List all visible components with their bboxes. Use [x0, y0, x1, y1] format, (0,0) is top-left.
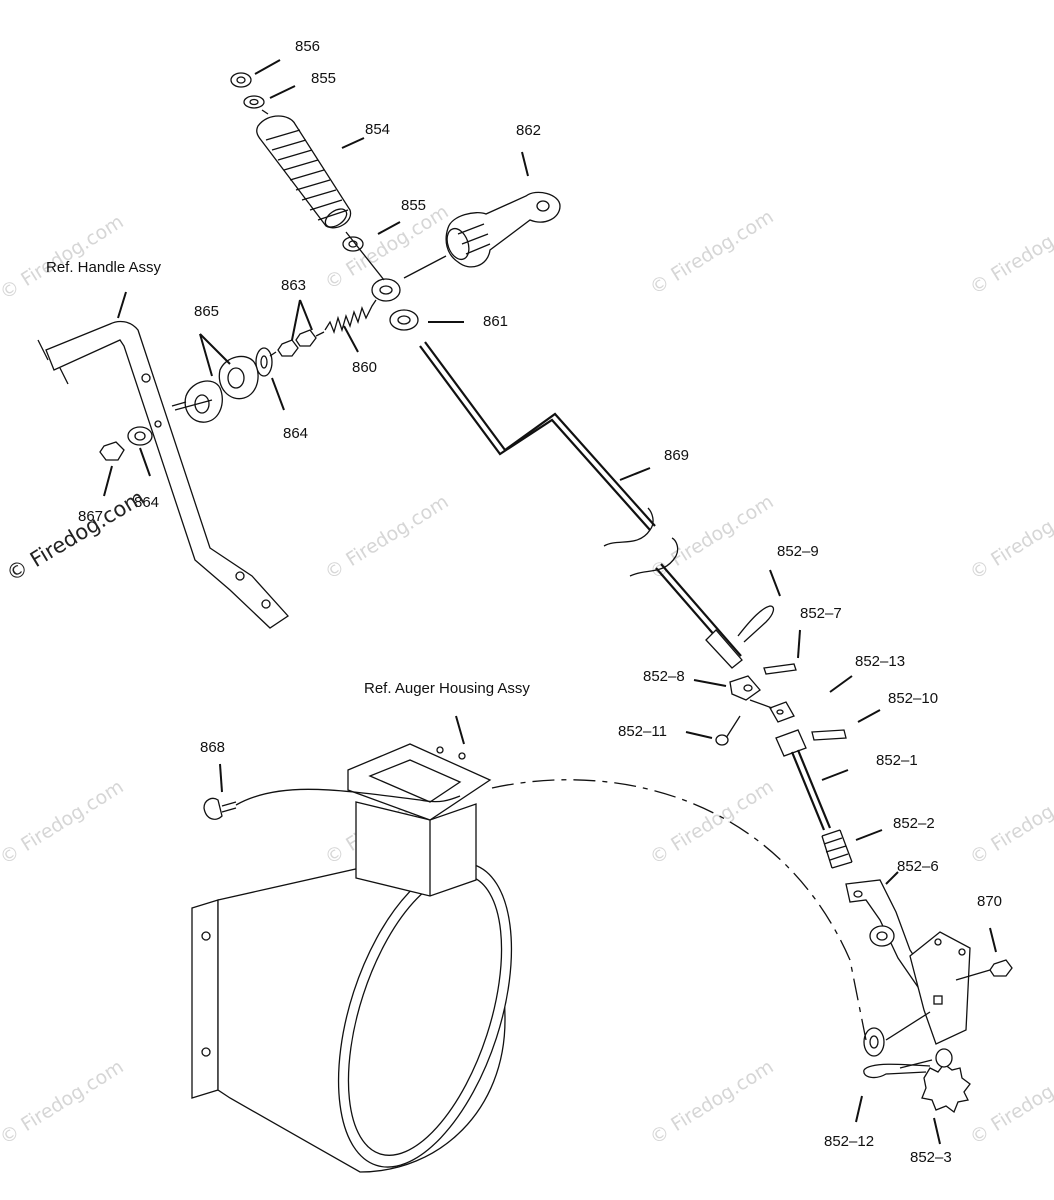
label-862: 862: [516, 122, 541, 139]
watermark: © Firedog.com: [0, 211, 127, 305]
part-869-rod: [419, 341, 743, 669]
watermark: © Firedog.com: [646, 206, 777, 300]
part-863-nuts: [277, 329, 317, 357]
label-855: 855: [401, 197, 426, 214]
auger-housing: [191, 743, 513, 1173]
watermark-layer: © Firedog.com © Firedog.com © Firedog.co…: [0, 201, 1054, 1150]
watermark-dark: © Firedog.com: [2, 485, 148, 586]
part-852-8-clevis: [729, 675, 761, 701]
label-852-9: 852–9: [777, 543, 819, 560]
part-852-13-block: [769, 701, 795, 723]
part-862-handle-end: [445, 191, 561, 268]
label-852-3: 852–3: [910, 1149, 952, 1166]
watermark: © Firedog.com: [0, 1056, 127, 1150]
part-860-spring: [324, 299, 377, 335]
part-864-washer: [255, 347, 273, 377]
label-ref-auger-housing-assy: Ref. Auger Housing Assy: [364, 680, 530, 697]
label-852-2: 852–2: [893, 815, 935, 832]
part-855-washer-top: [243, 95, 265, 109]
watermark: © Firedog.com: [966, 206, 1054, 300]
part-852-2-spring: [821, 829, 853, 869]
part-854-grip: [256, 115, 352, 229]
watermark: © Firedog.com: [321, 491, 452, 585]
part-865-pulley: [184, 355, 259, 423]
watermark: © Firedog.com: [966, 776, 1054, 870]
handle-assembly: [37, 320, 289, 629]
part-852-3-gear: [921, 1048, 971, 1114]
leader-lines: [103, 59, 997, 1145]
label-852-6: 852–6: [897, 858, 939, 875]
label-852-10: 852–10: [888, 690, 938, 707]
label-865: 865: [194, 303, 219, 320]
watermark: © Firedog.com: [646, 776, 777, 870]
label-864-lower: 864: [134, 494, 159, 511]
label-861: 861: [483, 313, 508, 330]
part-856-nut: [230, 72, 252, 88]
part-852-7-pin: [763, 663, 797, 675]
label-855-top: 855: [311, 70, 336, 87]
watermark: © Firedog.com: [0, 776, 127, 870]
part-852-10-pin: [811, 729, 847, 741]
watermark: © Firedog.com: [966, 1056, 1054, 1150]
part-870-nut: [989, 959, 1013, 977]
label-864-upper: 864: [283, 425, 308, 442]
label-870: 870: [977, 893, 1002, 910]
part-867-nut: [99, 441, 125, 461]
label-852-12: 852–12: [824, 1133, 874, 1150]
label-867: 867: [78, 508, 103, 525]
label-856: 856: [295, 38, 320, 55]
label-ref-handle-assy: Ref. Handle Assy: [46, 259, 162, 276]
label-868: 868: [200, 739, 225, 756]
part-washer-lower: [863, 1027, 885, 1057]
label-869: 869: [664, 447, 689, 464]
part-mount-plate: [909, 931, 971, 1045]
assembly-lines: [171, 109, 991, 1069]
label-860: 860: [352, 359, 377, 376]
label-854: 854: [365, 121, 390, 138]
part-852-9-cotter: [737, 605, 775, 643]
part-852-coupler: [775, 729, 807, 757]
part-864-washer-lower: [127, 426, 153, 446]
part-868-bolt: [203, 797, 237, 820]
label-852-11: 852–11: [618, 723, 667, 740]
part-852-1-shaft: [790, 749, 832, 831]
watermark: © Firedog.com: [646, 1056, 777, 1150]
watermark: © Firedog.com: [966, 491, 1054, 585]
part-861-bushing: [389, 309, 419, 331]
label-852-13: 852–13: [855, 653, 905, 670]
part-eyebolt: [371, 278, 401, 302]
label-852-8: 852–8: [643, 668, 685, 685]
label-863: 863: [281, 277, 306, 294]
label-852-7: 852–7: [800, 605, 842, 622]
part-852-11-bolt: [715, 715, 741, 746]
part-852-12-clip: [863, 1063, 931, 1079]
label-852-1: 852–1: [876, 752, 918, 769]
part-labels: 856 855 854 862 855 Ref. Handle Assy 863…: [46, 38, 1002, 1166]
